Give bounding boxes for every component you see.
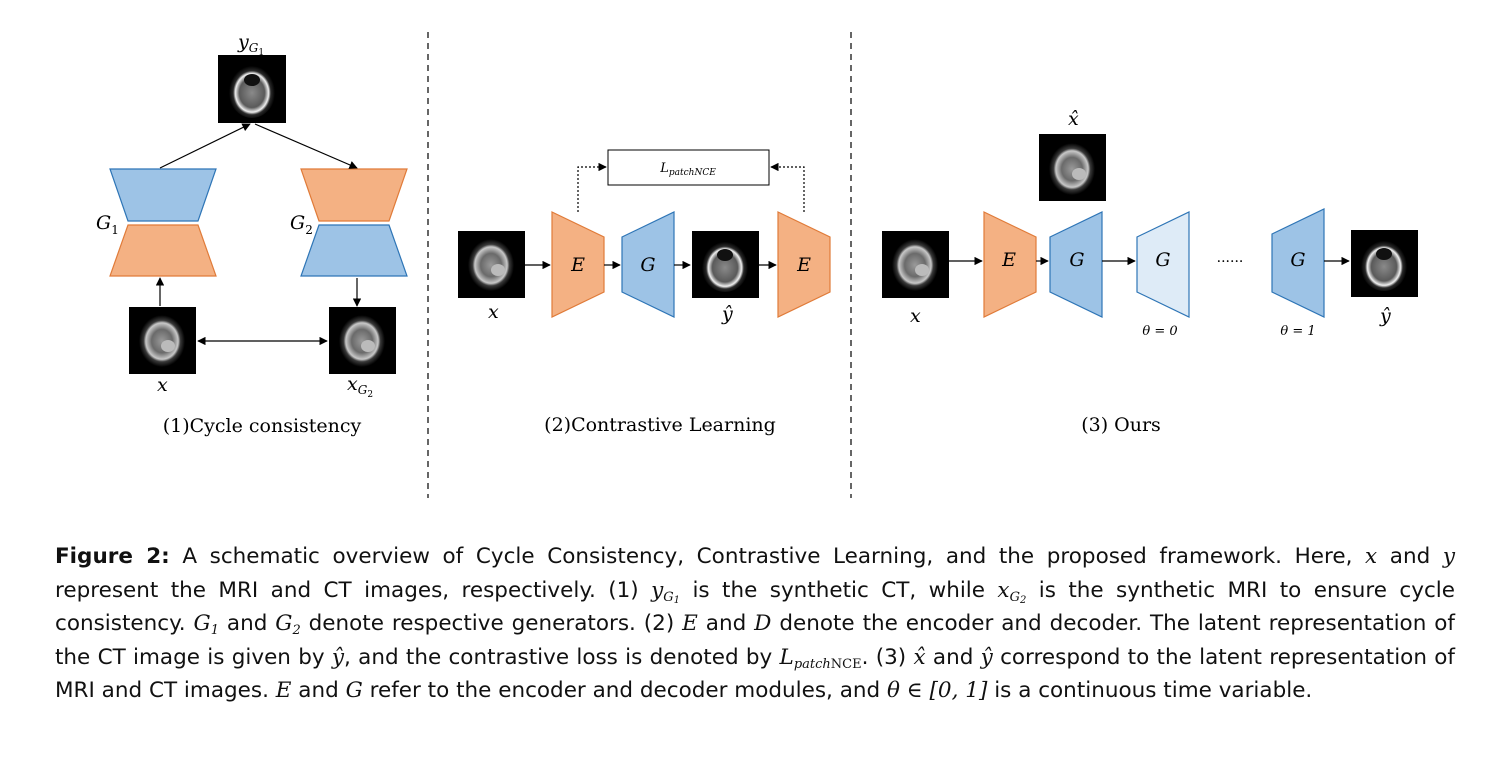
label-g2: G2 [290,212,313,237]
label-encoder-2: E [796,254,811,276]
loss-box [607,149,770,186]
panel-label-cycle: (1)Cycle consistency [163,415,362,437]
label-x-2: x [488,301,499,323]
label-theta-0: θ = 0 [1142,324,1177,339]
panel-label-contrastive: (2)Contrastive Learning [544,414,776,436]
figure-diagram: yG1 G1 G2 x xG2 [96,31,1418,498]
label-x-g2: xG2 [347,373,373,400]
caption-figure-label: Figure 2: [55,544,170,569]
encoder-e-3 [983,211,1037,318]
label-theta-1: θ = 1 [1280,324,1315,339]
label-encoder-3: E [1001,249,1016,271]
ellipsis-dots: ······ [1217,254,1244,270]
label-xhat: x̂ [1068,108,1079,130]
encoder-e-2 [777,211,831,318]
dotted-arrow-e2-to-loss [770,162,805,212]
label-generator-3b: G [1155,249,1170,271]
generator-g2 [300,168,408,277]
generator-g-3b [1136,211,1190,318]
label-generator-2: G [640,254,655,276]
scan-image-x-2 [458,231,525,298]
dotted-arrow-e1-to-loss [577,162,607,212]
label-x-3: x [910,305,921,327]
scan-image-x [129,307,196,374]
scan-image-yhat-3 [1351,230,1418,297]
label-yhat-2: ŷ [721,303,733,325]
label-yhat-3: ŷ [1379,305,1391,327]
label-y-g1: yG1 [237,31,264,58]
generator-g-3c [1271,208,1325,318]
panel-contrastive-learning: x E G ŷ E LpatchNCE (2)Contrastive Learn… [458,149,831,436]
generator-g1 [109,168,217,277]
encoder-e-1 [551,211,605,318]
scan-image-x-g2 [329,307,396,374]
generator-g-3a [1049,211,1103,318]
label-g1: G1 [96,212,119,237]
label-encoder-1: E [570,254,585,276]
panel-label-ours: (3) Ours [1081,414,1161,436]
arrow-g1-to-y [159,123,251,169]
figure-caption: Figure 2: A schematic overview of Cycle … [55,544,1455,703]
scan-image-x-3 [882,231,949,298]
panel-cycle-consistency: yG1 G1 G2 x xG2 [96,31,408,437]
label-generator-3a: G [1069,249,1084,271]
label-x: x [157,374,168,396]
label-loss: LpatchNCE [659,161,716,178]
generator-g-2 [621,211,675,318]
scan-image-xhat [1039,134,1106,201]
scan-image-yhat-2 [692,231,759,298]
panel-ours: x̂ x E G G ······ G ŷ θ = 0 θ = 1 [882,108,1418,436]
scan-image-y-g1 [218,55,286,123]
arrow-y-to-g2 [254,123,358,169]
label-generator-3c: G [1290,249,1305,271]
